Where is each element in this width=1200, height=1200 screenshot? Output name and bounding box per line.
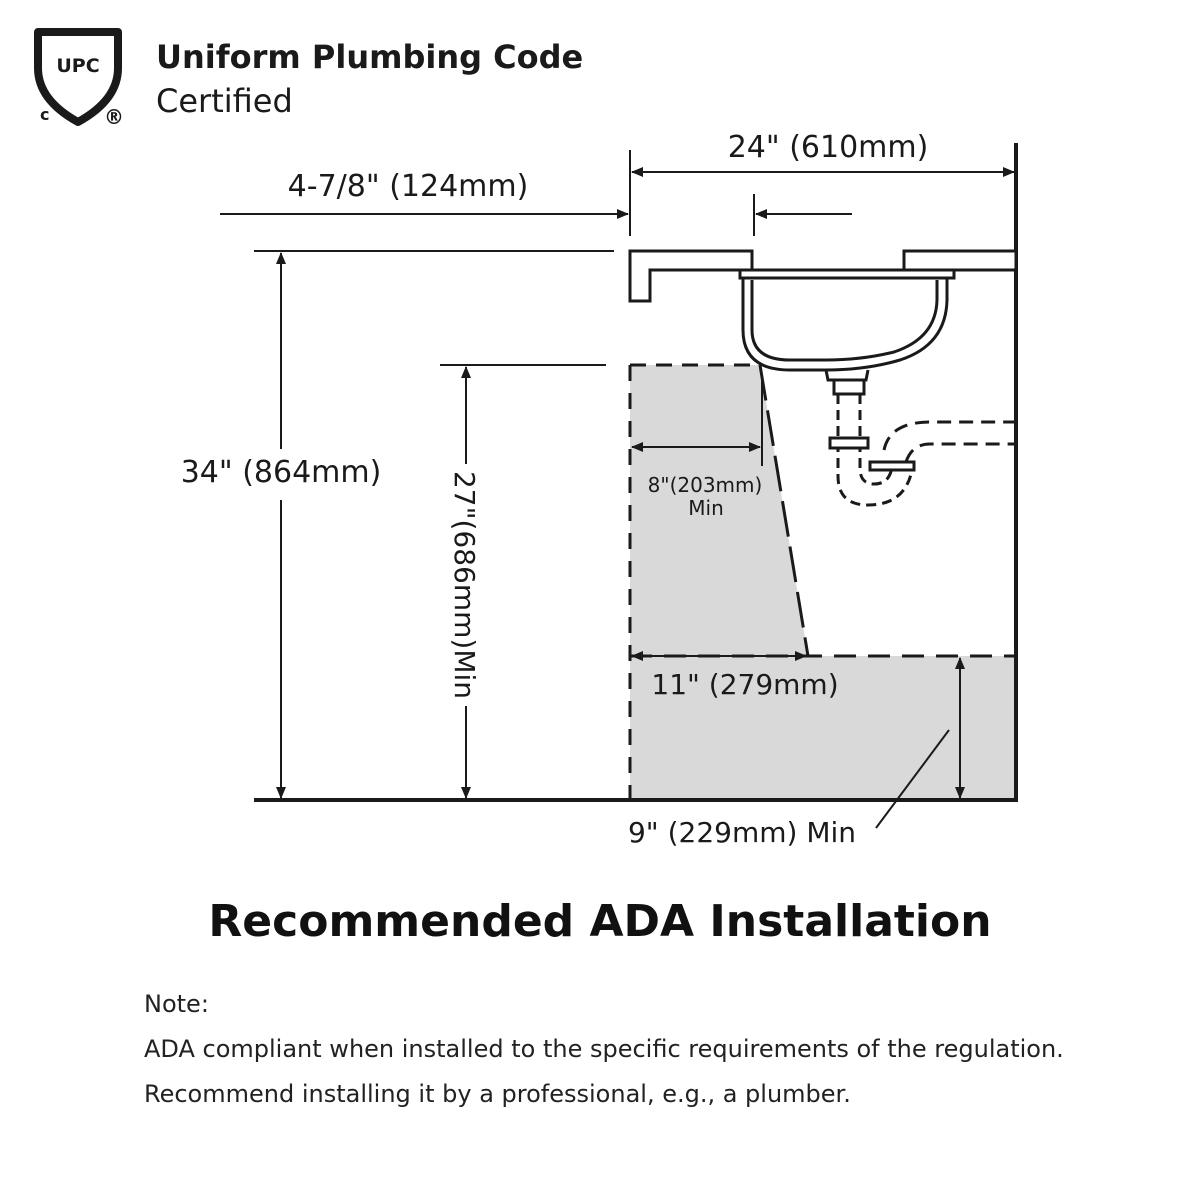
note-line: ADA compliant when installed to the spec…: [144, 1035, 1064, 1063]
note-section: Note: ADA compliant when installed to th…: [144, 990, 1144, 1125]
knee-clearance-area: [630, 365, 808, 656]
knee-clearance-outline: [628, 363, 1016, 800]
dimension-knee-height-label: 27"(686mm)Min: [448, 471, 481, 699]
certification-subtitle: Certified: [156, 82, 293, 120]
sink-bowl: [738, 268, 956, 382]
dimension-width-label: 24" (610mm): [728, 130, 929, 165]
logo-c-mark: c: [40, 105, 49, 124]
countertop-front: [628, 249, 754, 303]
dimension-toe-height-label: 9" (229mm) Min: [628, 816, 856, 849]
dimension-knee-depth-min: Min: [688, 496, 724, 520]
countertop-back: [902, 249, 1018, 272]
certification-header: UPC c ® Uniform Plumbing Code Certified: [30, 28, 630, 128]
dimension-toe-depth-label: 11" (279mm): [651, 668, 838, 701]
installation-diagram: 24" (610mm) 4-7/8" (124mm) 34" (864mm) 2…: [181, 130, 1018, 849]
upc-shield-logo-icon: UPC c ®: [34, 28, 124, 128]
logo-text: UPC: [56, 55, 99, 77]
dimension-toe-height-leader: [875, 729, 950, 829]
drain-p-trap: [828, 378, 1016, 507]
dimension-height-label: 34" (864mm): [181, 455, 382, 490]
dimension-knee-depth-value: 8"(203mm): [648, 473, 763, 497]
extension-lines: [254, 150, 763, 466]
note-heading: Note:: [144, 990, 209, 1018]
certification-title: Uniform Plumbing Code: [156, 38, 584, 76]
logo-registered-mark: ®: [104, 105, 124, 128]
diagram-caption: Recommended ADA Installation: [208, 896, 992, 947]
toe-clearance-area: [630, 656, 1016, 800]
note-line: Recommend installing it by a professiona…: [144, 1080, 851, 1108]
dimension-overhang-label: 4-7/8" (124mm): [288, 169, 529, 204]
